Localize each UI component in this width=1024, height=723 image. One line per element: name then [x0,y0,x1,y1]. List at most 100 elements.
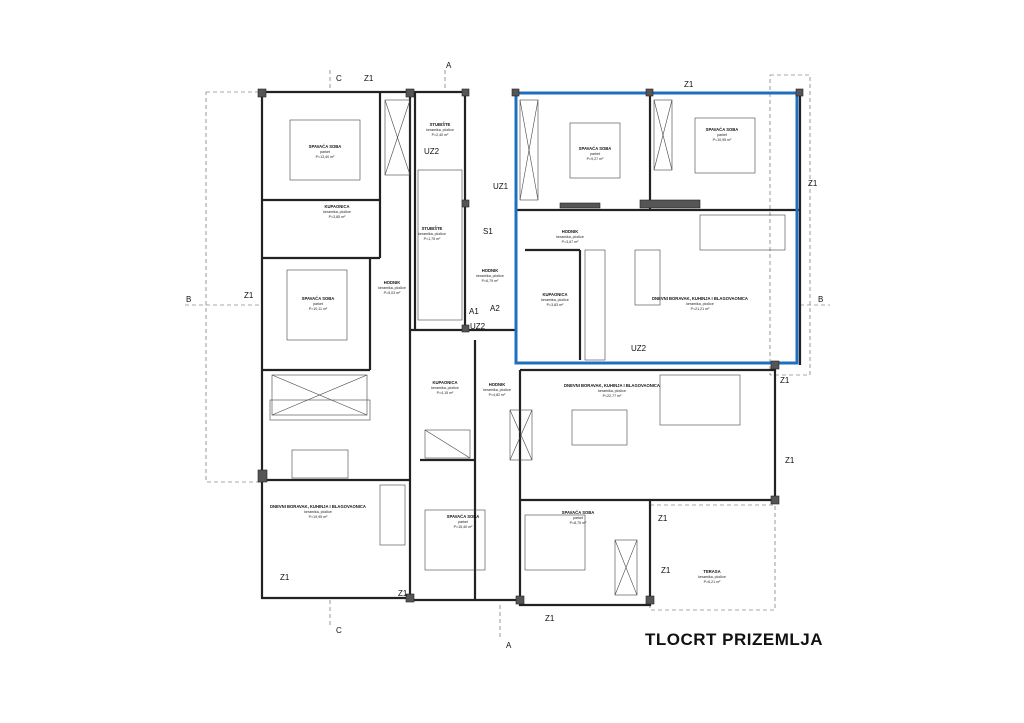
svg-text:SPAVAĆA SOBA: SPAVAĆA SOBA [309,144,342,149]
svg-text:B: B [818,295,823,304]
svg-text:parket: parket [573,516,583,520]
svg-text:Z1: Z1 [545,614,555,623]
svg-text:P=6,21 m²: P=6,21 m² [704,580,721,584]
furniture [269,99,786,596]
svg-text:keramika, pločice: keramika, pločice [686,302,714,306]
svg-text:A: A [446,61,452,70]
svg-text:keramika, pločice: keramika, pločice [304,510,332,514]
svg-text:Z1: Z1 [661,566,671,575]
svg-text:P=5,03 m²: P=5,03 m² [384,291,401,295]
svg-text:P=10,11 m²: P=10,11 m² [309,307,328,311]
svg-text:A: A [506,641,512,650]
svg-text:parket: parket [458,520,468,524]
svg-text:HODNIK: HODNIK [562,229,579,234]
svg-text:P=3,67 m²: P=3,67 m² [562,240,579,244]
columns [257,88,804,605]
svg-text:STUBIŠTE: STUBIŠTE [422,226,443,231]
svg-text:SPAVAĆA SOBA: SPAVAĆA SOBA [447,514,480,519]
svg-text:KUPAONICA: KUPAONICA [542,292,567,297]
svg-text:S1: S1 [483,227,493,236]
svg-text:P=19,95 m²: P=19,95 m² [309,515,328,519]
svg-text:STUBIŠTE: STUBIŠTE [430,122,451,127]
svg-text:Z1: Z1 [658,514,668,523]
svg-text:C: C [336,626,342,635]
svg-text:HODNIK: HODNIK [482,268,499,273]
svg-text:A2: A2 [490,304,500,313]
svg-text:TERASA: TERASA [703,569,720,574]
svg-text:UZ2: UZ2 [470,322,486,331]
svg-text:Z1: Z1 [808,179,818,188]
svg-text:Z1: Z1 [398,589,408,598]
svg-text:HODNIK: HODNIK [489,382,506,387]
svg-text:P=21,21 m²: P=21,21 m² [691,307,710,311]
svg-text:B: B [186,295,191,304]
svg-text:UZ2: UZ2 [631,344,647,353]
annotation-tags: C C A A B B Z1 Z1 Z1 Z1 Z1 Z1 Z1 Z1 Z1 Z… [186,61,823,650]
svg-text:SPAVAĆA SOBA: SPAVAĆA SOBA [579,146,612,151]
svg-text:KUPAONICA: KUPAONICA [324,204,349,209]
svg-text:DNEVNI BORAVAK, KUHINJA I BLAG: DNEVNI BORAVAK, KUHINJA I BLAGOVAONICA [270,504,366,509]
svg-text:P=9,27 m²: P=9,27 m² [587,157,604,161]
svg-text:HODNIK: HODNIK [384,280,401,285]
highlighted-apartment-outline[interactable] [514,91,799,365]
svg-text:DNEVNI BORAVAK, KUHINJA I BLAG: DNEVNI BORAVAK, KUHINJA I BLAGOVAONICA [652,296,748,301]
svg-text:Z1: Z1 [684,80,694,89]
room-label: DNEVNI BORAVAK, KUHINJA I BLAGOVAONICAke… [564,383,660,398]
svg-text:P=15,40 m²: P=15,40 m² [454,525,473,529]
room-label: DNEVNI BORAVAK, KUHINJA I BLAGOVAONICAke… [652,296,748,311]
room-label: DNEVNI BORAVAK, KUHINJA I BLAGOVAONICAke… [270,504,366,519]
svg-text:parket: parket [590,152,600,156]
svg-text:A1: A1 [469,307,479,316]
svg-text:P=13,40 m²: P=13,40 m² [316,155,335,159]
svg-text:KUPAONICA: KUPAONICA [432,380,457,385]
svg-text:parket: parket [313,302,323,306]
svg-text:P=3,83 m²: P=3,83 m² [547,303,564,307]
svg-text:parket: parket [320,150,330,154]
svg-text:keramika, pločice: keramika, pločice [483,388,511,392]
svg-text:Z1: Z1 [785,456,795,465]
svg-text:keramika, pločice: keramika, pločice [418,232,446,236]
svg-text:P=1,75 m²: P=1,75 m² [424,237,441,241]
svg-text:keramika, pločice: keramika, pločice [426,128,454,132]
svg-text:Z1: Z1 [244,291,254,300]
svg-text:P=4,82 m²: P=4,82 m² [489,393,506,397]
svg-text:P=10,95 m²: P=10,95 m² [713,138,732,142]
svg-text:keramika, pločice: keramika, pločice [378,286,406,290]
terrace-outline-left [205,91,263,483]
svg-text:C: C [336,74,342,83]
outline-right [769,74,811,376]
terrace-outline [649,504,776,611]
svg-text:Z1: Z1 [280,573,290,582]
svg-text:P=8,75 m²: P=8,75 m² [570,521,587,525]
svg-text:keramika, pločice: keramika, pločice [476,274,504,278]
svg-text:keramika, pločice: keramika, pločice [556,235,584,239]
svg-text:UZ1: UZ1 [493,182,509,191]
svg-text:Z1: Z1 [364,74,374,83]
svg-text:P=4,15 m²: P=4,15 m² [437,391,454,395]
svg-text:keramika, pločice: keramika, pločice [431,386,459,390]
svg-text:SPAVAĆA SOBA: SPAVAĆA SOBA [706,127,739,132]
walls [260,90,802,607]
svg-text:P=22,77 m²: P=22,77 m² [603,394,622,398]
svg-text:Z1: Z1 [780,376,790,385]
svg-text:P=6,79 m²: P=6,79 m² [482,279,499,283]
svg-text:P=3,85 m²: P=3,85 m² [329,215,346,219]
svg-text:keramika, pločice: keramika, pločice [541,298,569,302]
svg-text:keramika, pločice: keramika, pločice [323,210,351,214]
drawing-title: TLOCRT PRIZEMLJA [645,630,823,649]
